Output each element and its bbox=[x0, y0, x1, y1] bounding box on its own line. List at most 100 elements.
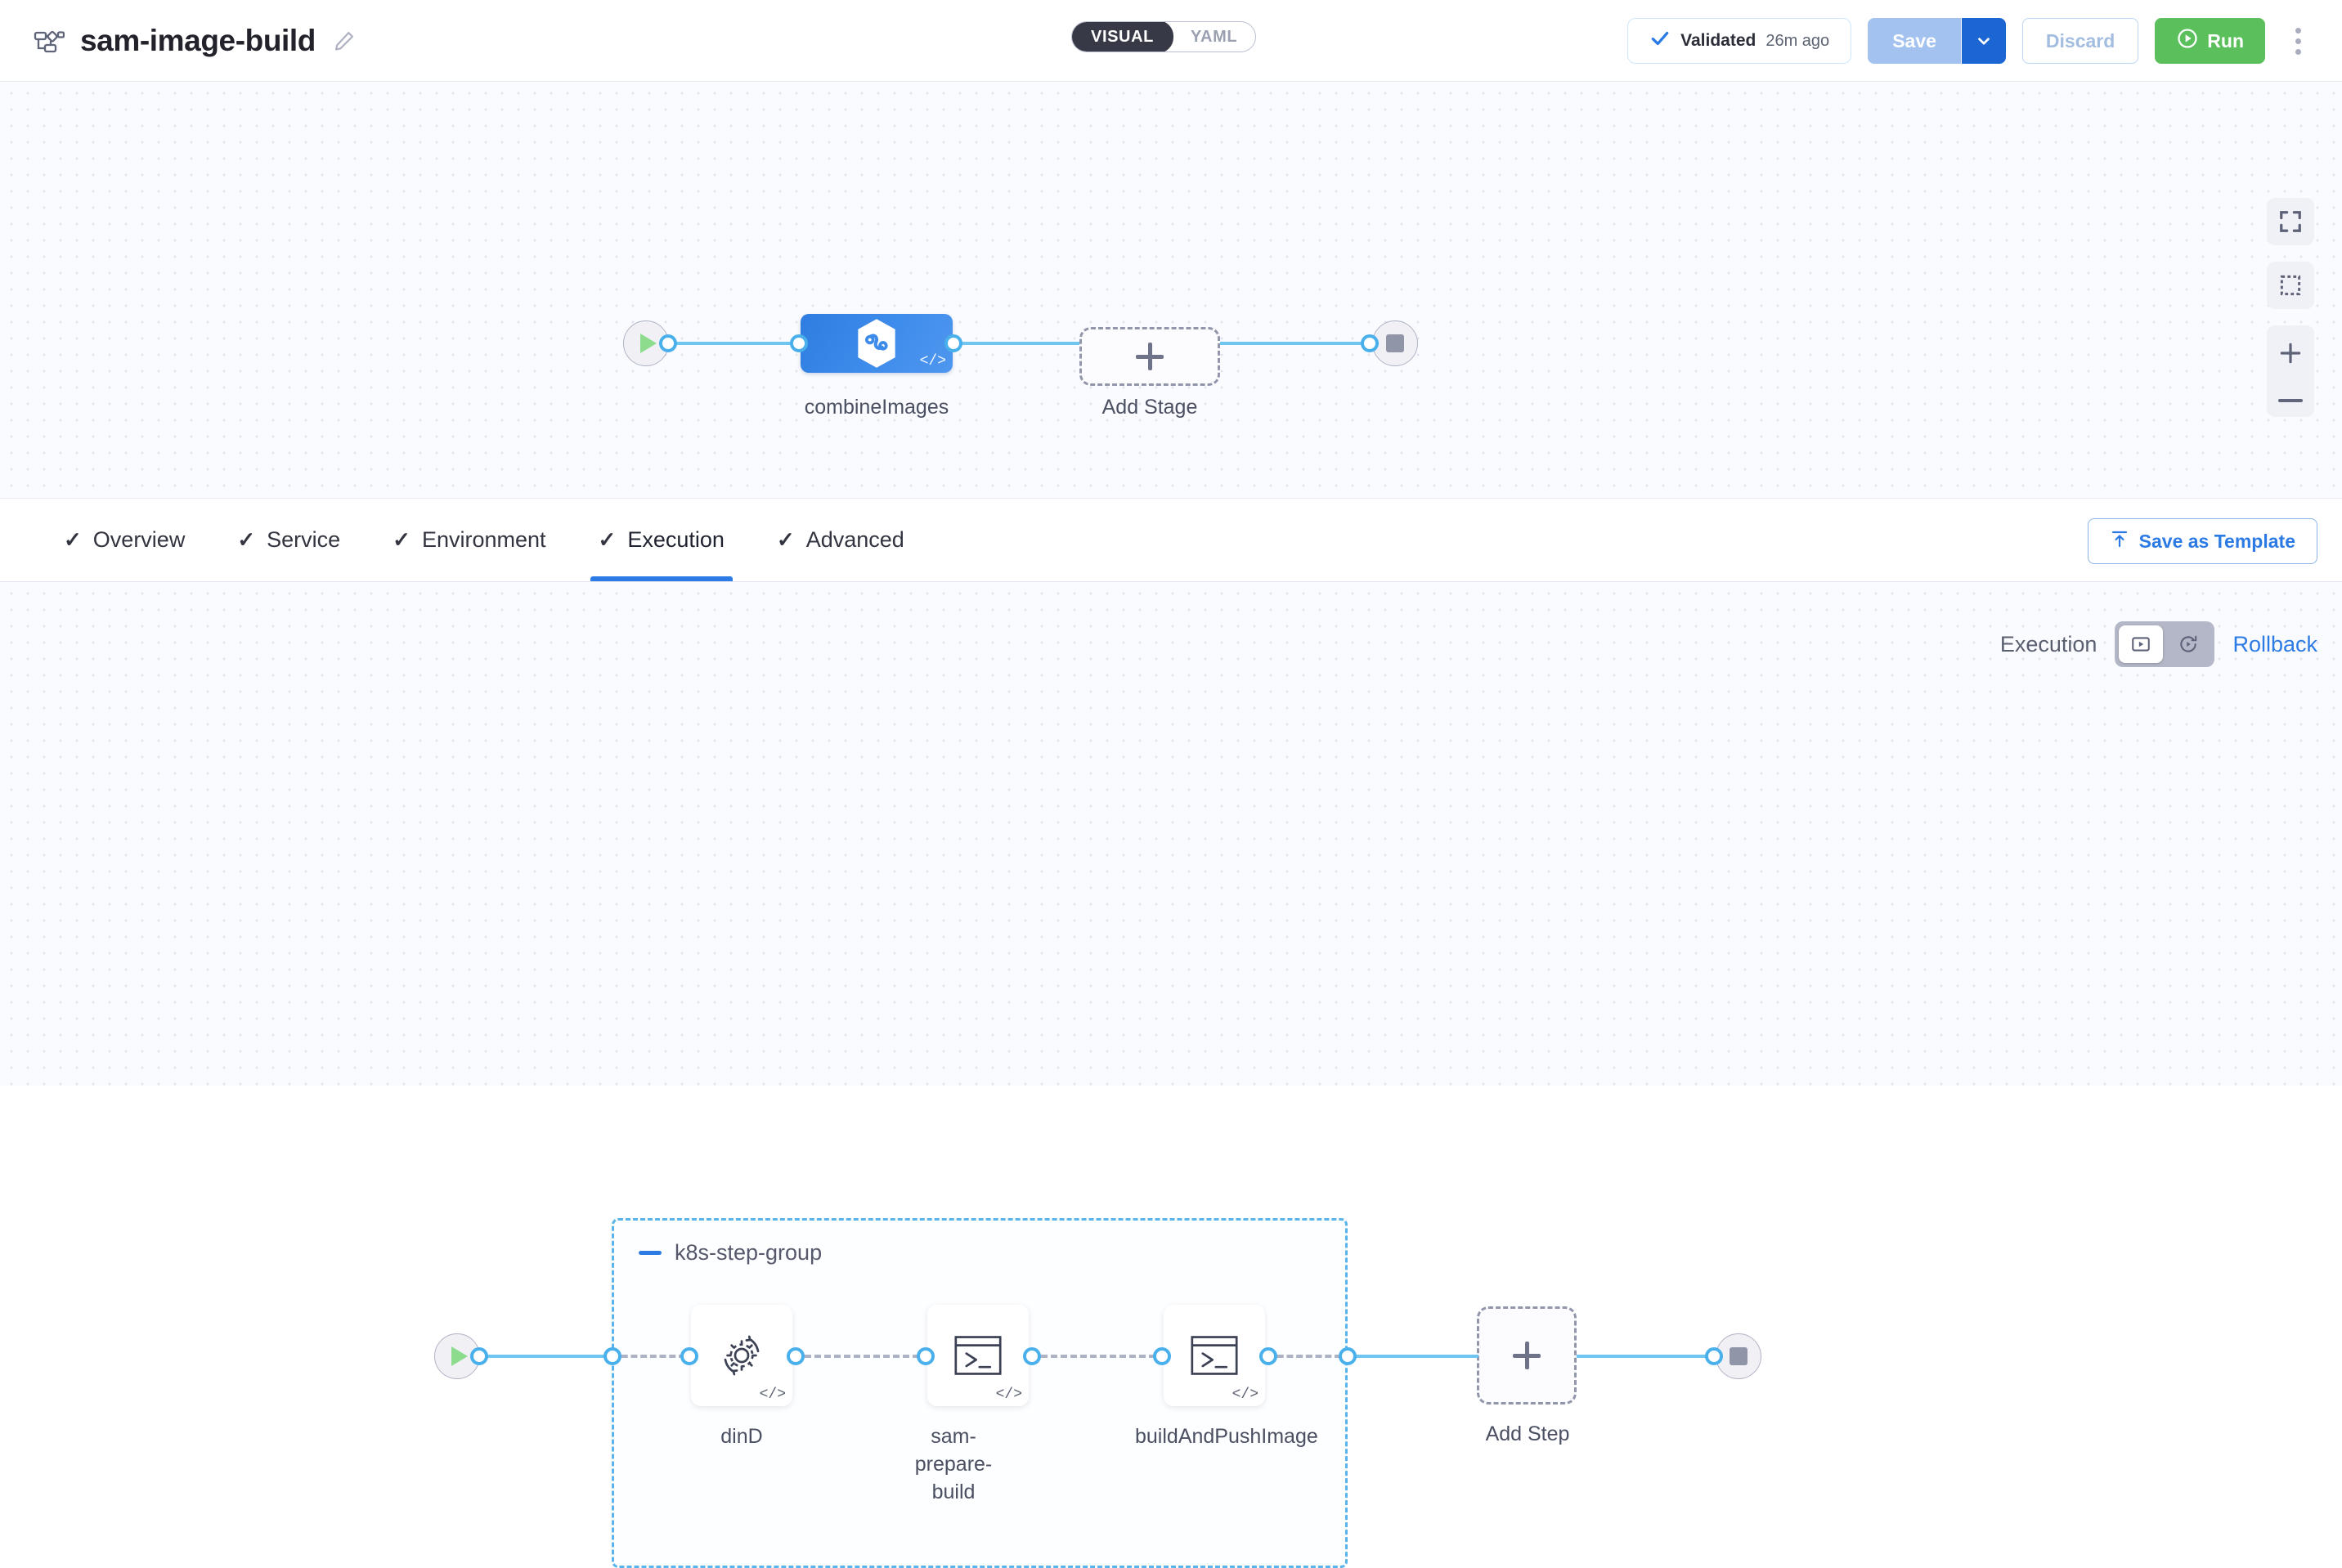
mode-visual[interactable]: VISUAL bbox=[1072, 22, 1173, 52]
port-start-out[interactable] bbox=[659, 334, 677, 352]
step-node-dind[interactable]: </> bbox=[691, 1305, 792, 1406]
rollback-icon[interactable] bbox=[2166, 625, 2210, 663]
discard-button[interactable]: Discard bbox=[2021, 18, 2139, 64]
pipeline-end-node[interactable] bbox=[1372, 320, 1418, 366]
port-end-in[interactable] bbox=[1361, 334, 1379, 352]
run-label: Run bbox=[2207, 29, 2244, 52]
marquee-select-icon[interactable] bbox=[2267, 262, 2314, 309]
execution-label: Execution bbox=[1999, 631, 2097, 656]
check-icon: ✓ bbox=[64, 527, 82, 552]
port-prepare-in[interactable] bbox=[917, 1347, 935, 1365]
port-dind-out[interactable] bbox=[787, 1347, 805, 1365]
step-code-badge: </> bbox=[759, 1387, 786, 1403]
port-group-in[interactable] bbox=[603, 1347, 621, 1365]
stage-canvas[interactable]: </> combineImages Add Stage bbox=[0, 82, 2342, 499]
save-split-button[interactable]: Save bbox=[1868, 18, 2006, 64]
canvas-zoom-controls[interactable] bbox=[2267, 198, 2314, 417]
pencil-icon[interactable] bbox=[330, 27, 358, 55]
check-icon: ✓ bbox=[776, 527, 795, 552]
edge-addstep-to-end bbox=[1577, 1355, 1712, 1358]
step-node-sam-prepare-build[interactable]: </> bbox=[927, 1305, 1029, 1406]
chevron-down-icon[interactable] bbox=[1961, 18, 2006, 64]
stage-node-label: combineImages bbox=[804, 396, 949, 419]
stage-code-badge: </> bbox=[919, 353, 946, 370]
edge-dind-to-prepare bbox=[795, 1355, 919, 1358]
edge-build-to-groupout bbox=[1267, 1355, 1341, 1358]
add-step-button[interactable] bbox=[1477, 1306, 1577, 1404]
save-button[interactable]: Save bbox=[1868, 18, 1962, 64]
add-stage-label: Add Stage bbox=[1101, 396, 1198, 419]
save-as-template-button[interactable]: Save as Template bbox=[2087, 518, 2317, 564]
rollback-label[interactable]: Rollback bbox=[2232, 631, 2317, 656]
save-as-template-label: Save as Template bbox=[2138, 530, 2295, 552]
pipeline-flow-icon bbox=[33, 25, 65, 57]
kebab-menu-icon[interactable] bbox=[2281, 18, 2314, 64]
zoom-in-icon[interactable] bbox=[2277, 340, 2304, 370]
play-icon bbox=[451, 1346, 468, 1366]
port-build-out[interactable] bbox=[1259, 1347, 1277, 1365]
port-stage-in[interactable] bbox=[790, 334, 808, 352]
port-exec-end-in[interactable] bbox=[1705, 1347, 1723, 1365]
step-node-label-sam-prepare-build: sam-prepare-build bbox=[914, 1425, 993, 1503]
execution-canvas[interactable]: Execution Rollback bbox=[0, 582, 2342, 1568]
validated-time: 26m ago bbox=[1765, 31, 1830, 50]
tab-label: Advanced bbox=[805, 527, 904, 552]
port-stage-out[interactable] bbox=[944, 334, 962, 352]
status-badge: Validated 26m ago bbox=[1627, 18, 1852, 64]
tab-execution[interactable]: ✓ Execution bbox=[572, 499, 751, 581]
port-prepare-out[interactable] bbox=[1023, 1347, 1041, 1365]
edge-prepare-to-build bbox=[1031, 1355, 1155, 1358]
stage-config-tabs: ✓ Overview ✓ Service ✓ Environment ✓ Exe… bbox=[0, 499, 2342, 582]
tab-label: Execution bbox=[627, 527, 725, 552]
edge-group-to-addstep bbox=[1348, 1355, 1478, 1358]
app-header: sam-image-build VISUAL YAML Validated 26… bbox=[0, 0, 2342, 82]
mode-yaml[interactable]: YAML bbox=[1190, 27, 1238, 46]
check-icon bbox=[1649, 28, 1671, 54]
play-icon bbox=[640, 334, 657, 353]
check-icon: ✓ bbox=[393, 527, 411, 552]
add-step-label: Add Step bbox=[1485, 1422, 1570, 1445]
stop-icon bbox=[1730, 1347, 1748, 1365]
edge-start-to-group bbox=[479, 1355, 612, 1358]
minus-icon[interactable] bbox=[639, 1251, 662, 1255]
port-group-out[interactable] bbox=[1339, 1347, 1357, 1365]
step-group-title: k8s-step-group bbox=[675, 1240, 823, 1265]
run-button[interactable]: Run bbox=[2155, 18, 2265, 64]
edge-start-to-stage bbox=[667, 342, 798, 345]
tab-label: Environment bbox=[421, 527, 546, 552]
check-icon: ✓ bbox=[598, 527, 617, 552]
zoom-out-icon[interactable] bbox=[2278, 399, 2303, 403]
plus-icon bbox=[1513, 1342, 1541, 1369]
step-group-header[interactable]: k8s-step-group bbox=[639, 1240, 822, 1266]
step-code-badge: </> bbox=[1232, 1387, 1258, 1403]
step-node-label-buildandpushimage: buildAndPushImage bbox=[1135, 1425, 1318, 1448]
step-code-badge: </> bbox=[995, 1387, 1022, 1403]
port-build-in[interactable] bbox=[1153, 1347, 1171, 1365]
terminal-icon bbox=[1191, 1336, 1238, 1375]
port-exec-start-out[interactable] bbox=[470, 1347, 488, 1365]
fit-to-screen-icon[interactable] bbox=[2267, 198, 2314, 245]
execution-rollback-toggle[interactable]: Execution Rollback bbox=[2000, 621, 2317, 667]
tab-service[interactable]: ✓ Service bbox=[211, 499, 366, 581]
mode-toggle[interactable]: VISUAL YAML bbox=[1071, 21, 1257, 52]
play-circle-icon bbox=[2176, 27, 2199, 55]
step-node-label-dind: dinD bbox=[720, 1425, 763, 1448]
harness-infinity-icon bbox=[858, 319, 895, 368]
step-node-buildandpushimage[interactable]: </> bbox=[1164, 1305, 1265, 1406]
tab-overview[interactable]: ✓ Overview bbox=[38, 499, 211, 581]
execution-play-box-icon[interactable] bbox=[2119, 625, 2164, 663]
tab-advanced[interactable]: ✓ Advanced bbox=[751, 499, 931, 581]
edge-stage-to-addstage bbox=[953, 342, 1079, 345]
tab-environment[interactable]: ✓ Environment bbox=[366, 499, 572, 581]
terminal-icon bbox=[954, 1336, 1002, 1375]
stop-icon bbox=[1386, 334, 1404, 352]
validated-label: Validated bbox=[1680, 31, 1756, 50]
stage-node-combineimages[interactable]: </> bbox=[801, 314, 953, 373]
add-stage-button[interactable] bbox=[1079, 327, 1220, 386]
tab-label: Overview bbox=[92, 527, 186, 552]
zoom-in-out-control[interactable] bbox=[2267, 325, 2314, 417]
plus-icon bbox=[1136, 343, 1164, 370]
gear-rotate-icon bbox=[724, 1335, 760, 1376]
edge-addstage-to-end bbox=[1220, 342, 1369, 345]
port-dind-in[interactable] bbox=[680, 1347, 698, 1365]
